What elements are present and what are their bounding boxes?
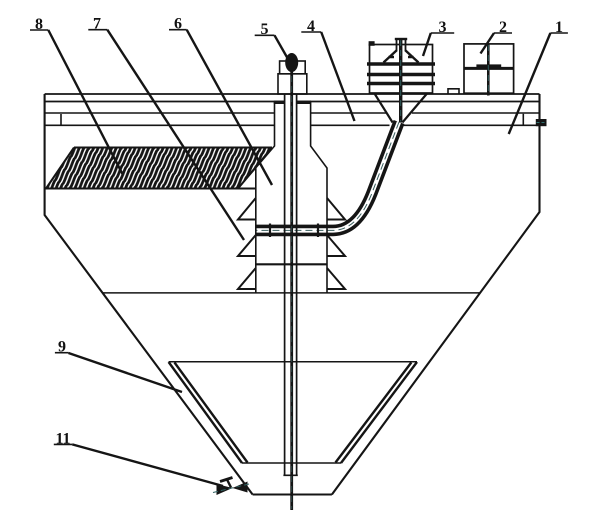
svg-text:4: 4 (307, 18, 315, 35)
svg-text:6: 6 (174, 16, 182, 33)
svg-text:2: 2 (499, 19, 507, 36)
svg-text:11: 11 (55, 431, 70, 448)
svg-text:9: 9 (58, 339, 66, 356)
svg-text:1: 1 (555, 19, 563, 36)
svg-text:8: 8 (35, 16, 43, 33)
svg-text:5: 5 (261, 21, 269, 38)
svg-text:3: 3 (439, 19, 447, 36)
svg-text:7: 7 (93, 16, 101, 33)
